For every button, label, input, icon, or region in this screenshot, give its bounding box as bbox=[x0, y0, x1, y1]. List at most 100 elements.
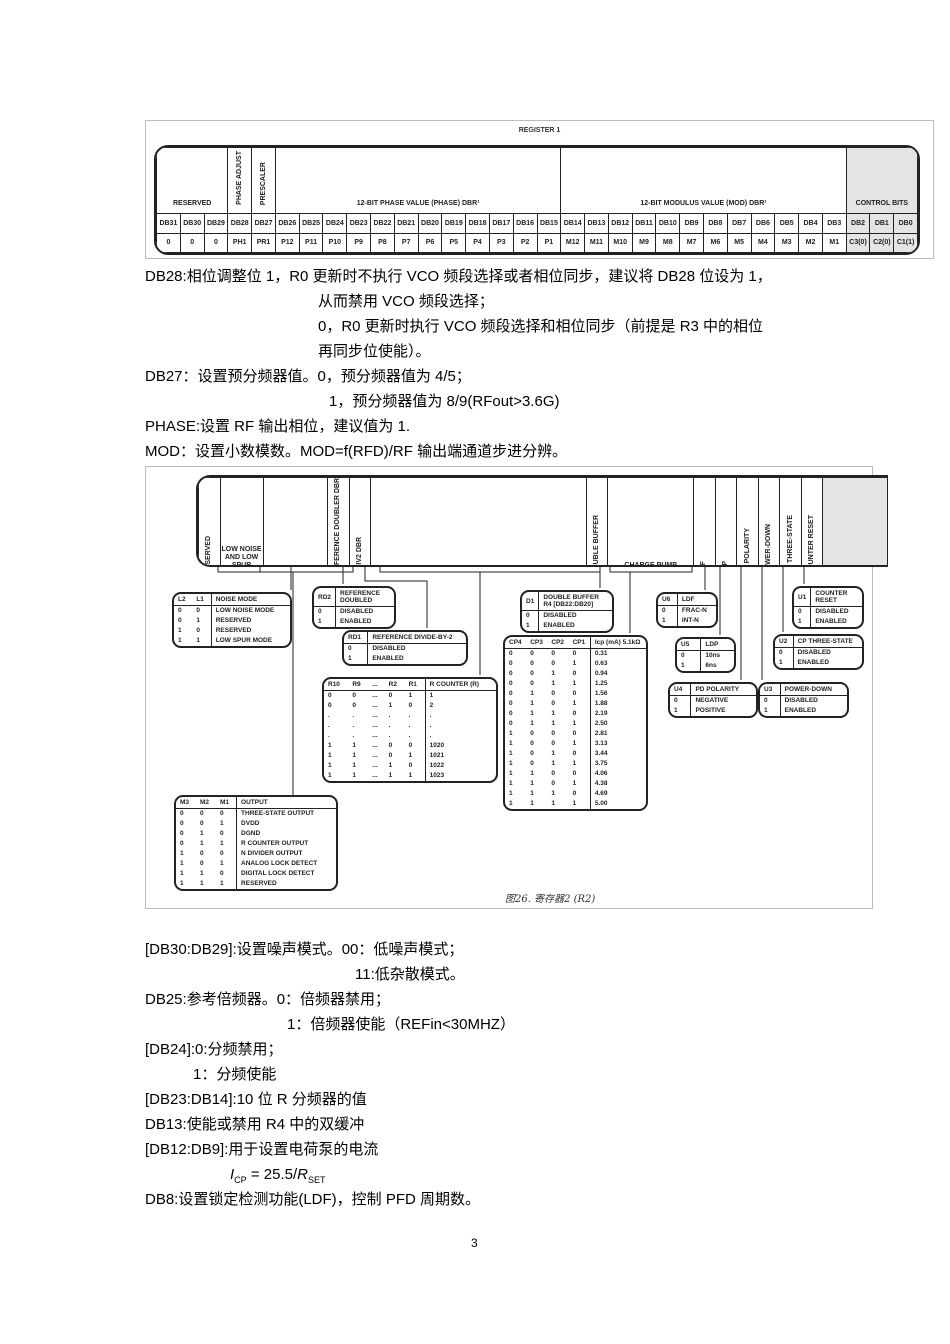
table-cell: 1 bbox=[572, 780, 577, 787]
column-header: RD1 bbox=[344, 632, 368, 644]
table-cell: 0 bbox=[530, 670, 534, 677]
table-cell: DIGITAL LOCK DETECT bbox=[236, 869, 336, 879]
table-cell: 1 bbox=[674, 707, 678, 714]
table-cell: 0 bbox=[551, 690, 556, 697]
table-cell: 0.94 bbox=[589, 669, 646, 679]
column-header: LDP bbox=[700, 639, 734, 651]
table-cell: 0 bbox=[530, 730, 534, 737]
table-cell: 1 bbox=[530, 790, 534, 797]
register-field: LOW NOISE AND LOW SPUR MODES bbox=[219, 477, 264, 567]
register-field: RESERVED bbox=[156, 147, 229, 214]
table-cell: 10ns bbox=[700, 650, 734, 661]
table-cell: 1021 bbox=[424, 751, 496, 761]
table-cell: 1 bbox=[779, 659, 783, 666]
table-cell: 1 bbox=[199, 880, 204, 887]
table-cell: DISABLED bbox=[792, 647, 862, 658]
table-cell: 1023 bbox=[424, 771, 496, 781]
table-cell: INT-N bbox=[676, 616, 716, 626]
column-header: LDF bbox=[676, 594, 716, 606]
text-line: 11:低杂散模式。 bbox=[355, 966, 465, 983]
table-cell: 3.13 bbox=[589, 739, 646, 749]
column-header: Icp (mA) 5.1kΩ bbox=[589, 637, 646, 649]
column-header: M1 bbox=[215, 797, 237, 809]
table-cell: 1 bbox=[352, 742, 356, 749]
table-cell: 0 bbox=[388, 742, 393, 749]
table-cell: 0 bbox=[551, 660, 556, 667]
table-cell: 0 bbox=[509, 700, 513, 707]
table-cell: 1 bbox=[530, 770, 534, 777]
table-cell: ENABLED bbox=[779, 706, 847, 716]
table-cell: 0 bbox=[509, 690, 513, 697]
table-cell: 0 bbox=[180, 840, 184, 847]
bit-value: P6 bbox=[417, 232, 443, 253]
table-cell: 0 bbox=[219, 810, 224, 817]
register-field-label: 12-BIT PHASE VALUE (PHASE) DBR¹ bbox=[356, 200, 480, 207]
text-line: PHASE:设置 RF 输出相位，建议值为 1. bbox=[145, 418, 411, 435]
text-line: [DB23:DB14]:10 位 R 分频器的值 bbox=[145, 1091, 367, 1108]
table-cell: LOW SPUR MODE bbox=[210, 636, 290, 646]
register-field-label: LOW NOISE AND LOW SPUR MODES bbox=[221, 545, 262, 567]
table-cell: 1 bbox=[196, 617, 200, 624]
table-cell: 1 bbox=[526, 622, 530, 629]
table-cell: 1 bbox=[572, 720, 577, 727]
text-line: 0，R0 更新时执行 VCO 频段选择和相位同步（前提是 R3 中的相位 bbox=[318, 318, 764, 335]
table-cell: . bbox=[352, 712, 355, 719]
table-cell: 1 bbox=[424, 690, 496, 701]
text-line: DB28:相位调整位 1，R0 更新时不执行 VCO 频段选择或者相位同步，建议… bbox=[145, 268, 772, 285]
table-row: 0 1 RESERVED bbox=[174, 616, 290, 626]
table-cell: 1 bbox=[180, 850, 184, 857]
bit-label: DB0 bbox=[893, 213, 918, 234]
table-cell: 6ns bbox=[700, 661, 734, 671]
bit-value: C2(0) bbox=[869, 232, 895, 253]
table-cell: 1 bbox=[551, 670, 556, 677]
table-cell: 0 bbox=[180, 820, 184, 827]
icp-formula: ICP = 25.5/RSET bbox=[230, 1166, 326, 1185]
table-cell: 1 bbox=[196, 637, 200, 644]
table-cell: 1 bbox=[764, 707, 768, 714]
table-cell: RESERVED bbox=[210, 616, 290, 626]
bit-value: M10 bbox=[607, 232, 633, 253]
table-cell: 1020 bbox=[424, 741, 496, 751]
table-cell: 1 bbox=[530, 800, 534, 807]
table-cell: 0.31 bbox=[589, 648, 646, 659]
table-cell: ... bbox=[372, 742, 378, 749]
table-cell: 1 bbox=[551, 680, 556, 687]
column-header: D1 bbox=[522, 592, 539, 611]
table-cell: 0 bbox=[178, 617, 182, 624]
table-cell: 0 bbox=[219, 830, 224, 837]
table-cell: 0 bbox=[572, 690, 577, 697]
figure-caption: 图26. 寄存器2 (R2) bbox=[505, 894, 596, 905]
table-cell: 1 bbox=[530, 710, 534, 717]
table-cell: ENABLED bbox=[792, 658, 862, 668]
table-cell: FRAC-N bbox=[676, 605, 716, 616]
table-cell: 0.63 bbox=[589, 659, 646, 669]
table-cell: 0 bbox=[572, 710, 577, 717]
column-header: CP4 bbox=[505, 637, 527, 649]
table-cell: 2 bbox=[424, 701, 496, 711]
table-cell: 1 bbox=[199, 870, 204, 877]
table-cell: 1 bbox=[551, 710, 556, 717]
table-cell: DISABLED bbox=[538, 610, 612, 621]
